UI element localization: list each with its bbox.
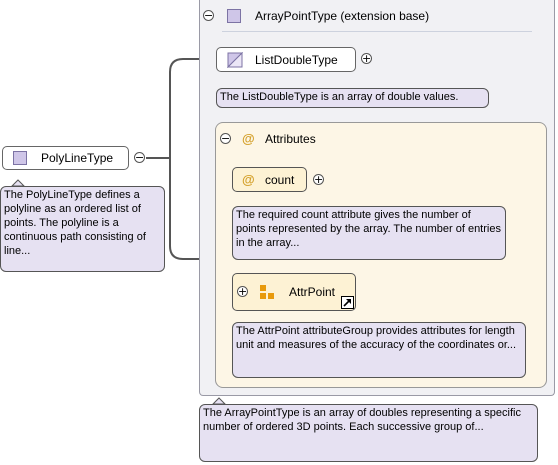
attributes-label: Attributes [265, 132, 316, 146]
collapse-extension-button[interactable]: − [203, 9, 214, 22]
extension-title: ArrayPointType (extension base) [255, 9, 430, 23]
collapse-polyline-button[interactable]: − [134, 151, 145, 164]
polyline-type-label: PolyLineType [41, 151, 114, 165]
reference-arrow-icon [341, 296, 354, 309]
count-note: The required count attribute gives the n… [232, 206, 506, 260]
polyline-note: The PolyLineType defines a polyline as a… [0, 186, 165, 272]
expand-count-button[interactable]: + [313, 173, 324, 186]
expand-list-double-button[interactable]: + [361, 52, 372, 65]
attribute-icon: @ [242, 131, 255, 146]
collapse-attributes-button[interactable]: − [220, 132, 231, 145]
complex-type-icon [227, 9, 241, 23]
complex-type-icon [13, 151, 27, 165]
attr-point-label: AttrPoint [289, 285, 336, 299]
extension-note: The ArrayPointType is an array of double… [199, 404, 538, 462]
count-attribute-node[interactable]: @ count [232, 167, 307, 192]
attribute-group-icon [260, 285, 274, 299]
simple-type-icon [227, 52, 243, 68]
attr-point-note: The AttrPoint attributeGroup provides at… [232, 322, 526, 378]
list-double-type-node[interactable]: ListDoubleType [216, 47, 356, 72]
list-double-type-label: ListDoubleType [255, 53, 338, 67]
attribute-icon: @ [242, 172, 255, 187]
expand-attr-point-button[interactable]: + [237, 285, 248, 298]
attr-point-group-node[interactable]: + AttrPoint [232, 273, 356, 311]
count-attribute-label: count [265, 173, 295, 187]
polyline-type-node[interactable]: PolyLineType [2, 146, 129, 170]
extension-separator [222, 31, 532, 32]
sequence-connector [169, 58, 216, 260]
list-double-note: The ListDoubleType is an array of double… [216, 88, 489, 108]
